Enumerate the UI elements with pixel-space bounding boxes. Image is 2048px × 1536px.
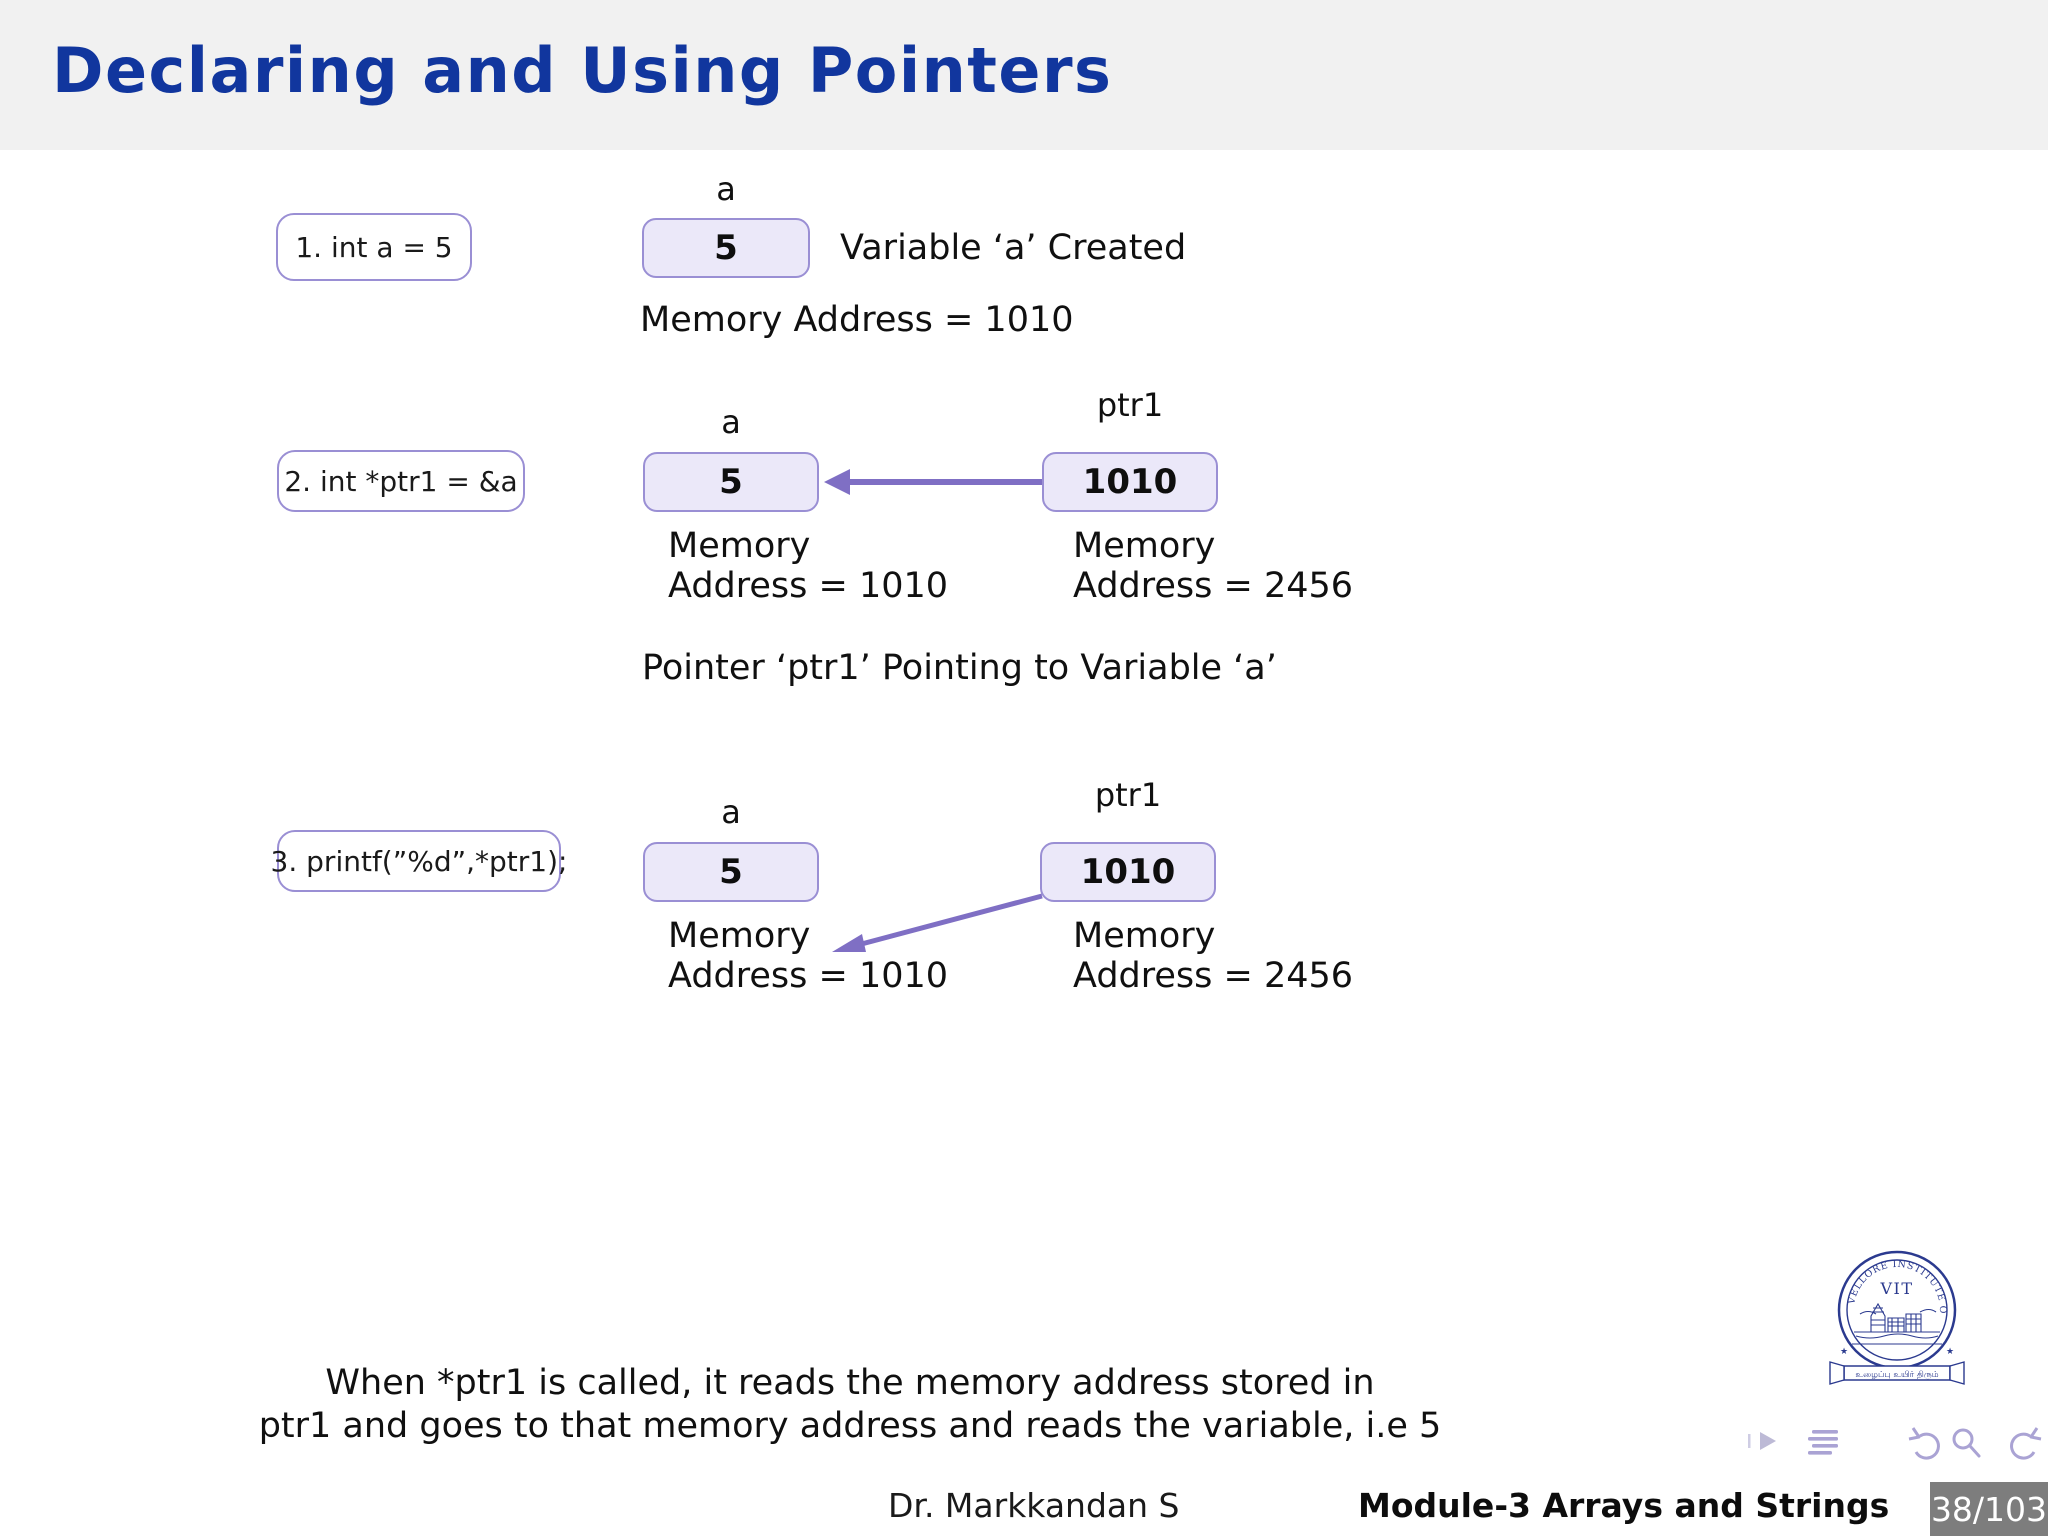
- footer-author: Dr. Markkandan S: [888, 1486, 1180, 1525]
- step3-variable-memory-line2: Address = 1010: [668, 956, 949, 996]
- step3-pointer-label: ptr1: [1094, 776, 1162, 814]
- play-forward-icon[interactable]: [1748, 1432, 1776, 1450]
- step2-variable-memory-line2: Address = 1010: [668, 566, 949, 606]
- step2-pointer-memory-line1: Memory: [1073, 526, 1216, 566]
- step3-variable-value-box: 5: [643, 842, 819, 902]
- step2-variable-value-box: 5: [643, 452, 819, 512]
- step1-code-box: 1. int a = 5: [276, 213, 472, 281]
- step2-pointer-memory-line2: Address = 2456: [1073, 566, 1354, 606]
- svg-text:உழைப்பு உயிர் திரும்: உழைப்பு உயிர் திரும்: [1855, 1370, 1938, 1380]
- footer-page-badge: 38/103: [1930, 1482, 2048, 1536]
- step1-memory-address: Memory Address = 1010: [640, 300, 1074, 340]
- svg-text:★: ★: [1840, 1347, 1848, 1357]
- page-title: Declaring and Using Pointers: [52, 34, 1113, 107]
- vit-logo: VELLORE INSTITUTE OF TECHNOLOGY VIT உழைப…: [1816, 1244, 1965, 1385]
- step1-variable-label: a: [716, 170, 736, 208]
- step3-variable-memory-line1: Memory: [668, 916, 811, 956]
- step2-variable-memory-line1: Memory: [668, 526, 811, 566]
- step2-code-box: 2. int *ptr1 = &a: [277, 450, 525, 512]
- step2-pointer-arrow: [824, 469, 1042, 495]
- step3-pointer-arrow: [832, 893, 1043, 952]
- explanation-block: When *ptr1 is called, it reads the memor…: [0, 1362, 1700, 1447]
- step3-variable-label: a: [721, 793, 741, 831]
- step1-note: Variable ‘a’ Created: [840, 228, 1187, 268]
- undo-icon[interactable]: [1908, 1427, 1940, 1460]
- slide-header-band: [0, 0, 2048, 150]
- beamer-navigation-bar[interactable]: [1748, 1426, 2048, 1470]
- svg-text:★: ★: [1946, 1347, 1954, 1357]
- step2-caption: Pointer ‘ptr1’ Pointing to Variable ‘a’: [642, 648, 1277, 688]
- step2-pointer-label: ptr1: [1096, 386, 1164, 424]
- step3-pointer-value-box: 1010: [1040, 842, 1216, 902]
- svg-text:VIT: VIT: [1879, 1279, 1913, 1298]
- outline-lines-icon[interactable]: [1808, 1430, 1838, 1455]
- redo-icon[interactable]: [2010, 1427, 2042, 1460]
- slide-footer: Dr. Markkandan S Module-3 Arrays and Str…: [0, 1482, 2048, 1536]
- step3-pointer-memory-line2: Address = 2456: [1073, 956, 1354, 996]
- step2-pointer-value-box: 1010: [1042, 452, 1218, 512]
- explanation-line-2: ptr1 and goes to that memory address and…: [258, 1405, 1442, 1446]
- footer-module: Module-3 Arrays and Strings: [1358, 1486, 1890, 1525]
- step3-code-box: 3. printf(”%d”,*ptr1);: [271, 830, 567, 892]
- explanation-line-1: When *ptr1 is called, it reads the memor…: [325, 1363, 1375, 1403]
- step1-variable-value-box: 5: [642, 218, 810, 278]
- search-icon[interactable]: [1952, 1428, 1981, 1458]
- step3-pointer-memory-line1: Memory: [1073, 916, 1216, 956]
- step2-variable-label: a: [721, 403, 741, 441]
